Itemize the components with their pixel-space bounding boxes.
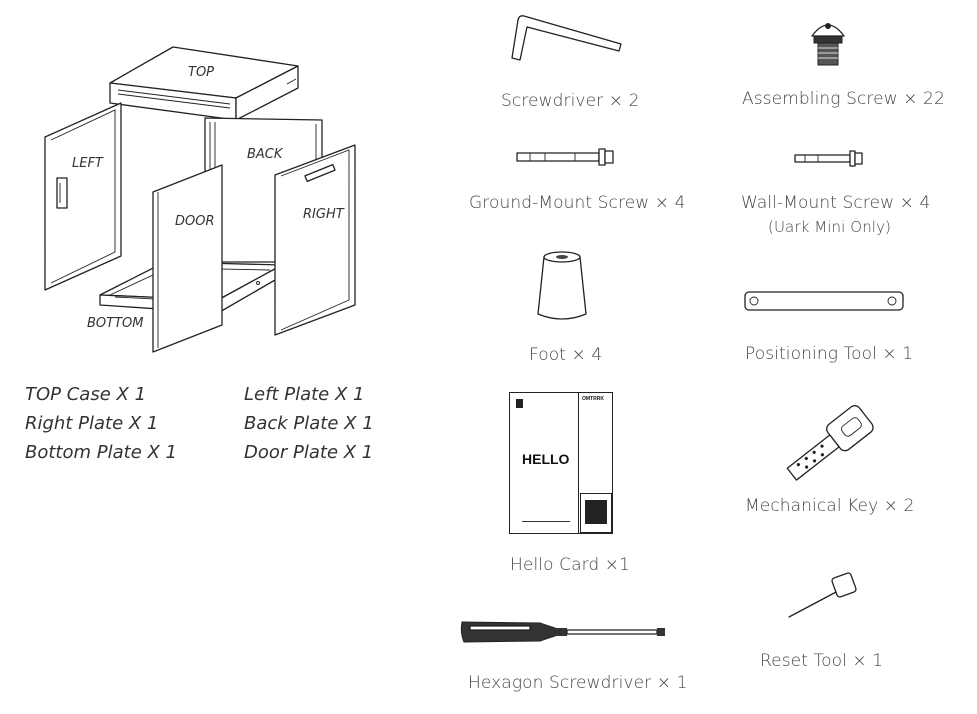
parts-list-left-plate: Left Plate X 1: [244, 384, 365, 405]
card-brand-text: OMTRRK: [582, 396, 604, 402]
left-plate-illustration: [44, 102, 122, 291]
top-case-illustration: [109, 46, 299, 121]
label-hello-card: Hello Card ×1: [510, 555, 631, 575]
label-wall-mount-note: (Uark Mini Only): [768, 218, 892, 236]
diagram-label-top: TOP: [188, 65, 214, 80]
parts-list-bottom-plate: Bottom Plate X 1: [25, 442, 177, 463]
card-spine: [578, 393, 579, 533]
parts-list-door-plate: Door Plate X 1: [244, 442, 374, 463]
card-footer-line: [522, 521, 570, 522]
parts-list-right-plate: Right Plate X 1: [25, 413, 159, 434]
door-plate-illustration: [152, 164, 223, 353]
label-reset-tool: Reset Tool × 1: [760, 651, 884, 671]
parts-list-back-plate: Back Plate X 1: [244, 413, 374, 434]
label-positioning-tool: Positioning Tool × 1: [745, 344, 914, 364]
card-logo-icon: [516, 399, 523, 408]
label-ground-mount-screw: Ground-Mount Screw × 4: [469, 193, 686, 213]
label-mechanical-key: Mechanical Key × 2: [745, 496, 915, 516]
label-wall-mount-screw: Wall-Mount Screw × 4: [741, 193, 931, 213]
diagram-label-left: LEFT: [72, 156, 104, 171]
right-plate-illustration: [274, 144, 356, 336]
diagram-label-bottom: BOTTOM: [87, 316, 143, 331]
label-screwdriver: Screwdriver × 2: [501, 91, 640, 111]
card-device-image: [580, 493, 612, 533]
label-assembling-screw: Assembling Screw × 22: [742, 89, 945, 109]
diagram-label-right: RIGHT: [303, 207, 345, 222]
card-hello-text: HELLO: [522, 451, 570, 467]
diagram-label-back: BACK: [247, 147, 284, 162]
diagram-label-door: DOOR: [175, 214, 215, 229]
label-foot: Foot × 4: [529, 345, 603, 365]
parts-list-top-case: TOP Case X 1: [25, 384, 147, 405]
hello-card-illustration: HELLO OMTRRK: [509, 392, 613, 534]
label-hexagon-screwdriver: Hexagon Screwdriver × 1: [468, 673, 688, 693]
